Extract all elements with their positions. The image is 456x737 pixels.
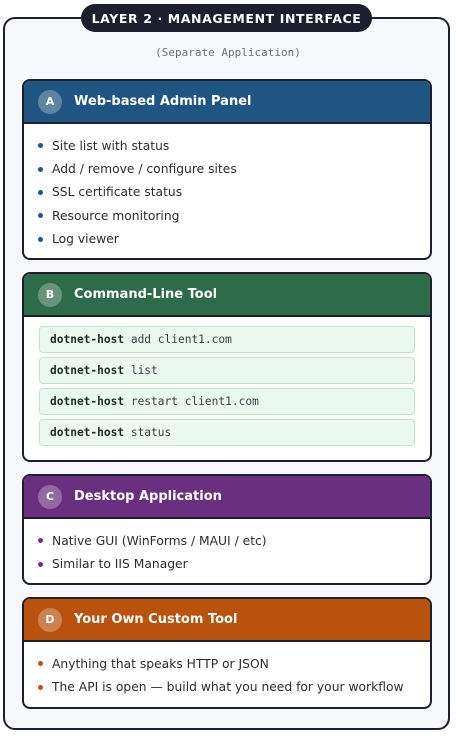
command-name: dotnet-host — [50, 333, 125, 346]
list-item-text: Anything that speaks HTTP or JSON — [52, 656, 269, 671]
card-custom-tool: D Your Own Custom Tool Anything that spe… — [22, 597, 432, 709]
bullet-icon — [38, 661, 43, 667]
command-name: dotnet-host — [50, 364, 125, 377]
layer-subtitle: (Separate Application) — [155, 46, 301, 59]
card-a-letter-badge: A — [38, 89, 62, 114]
card-web-admin-panel: A Web-based Admin Panel Site list with s… — [22, 79, 432, 260]
card-a-list: Site list with status Add / remove / con… — [24, 124, 430, 251]
card-a-header: A Web-based Admin Panel — [24, 81, 430, 124]
layer-title: LAYER 2 · MANAGEMENT INTERFACE — [81, 4, 372, 32]
bullet-icon — [38, 538, 43, 544]
card-c-letter-badge: C — [38, 484, 62, 509]
bullet-icon — [38, 213, 43, 219]
command-args: status — [124, 426, 172, 439]
list-item: Log viewer — [38, 228, 430, 251]
command-row: dotnet-host status — [39, 419, 415, 446]
card-c-list: Native GUI (WinForms / MAUI / etc) Simil… — [24, 519, 430, 576]
command-args: list — [124, 364, 158, 377]
list-item: Add / remove / configure sites — [38, 157, 430, 180]
list-item: Native GUI (WinForms / MAUI / etc) — [38, 529, 430, 552]
command-list: dotnet-host add client1.com dotnet-host … — [24, 317, 430, 446]
command-args: add client1.com — [124, 333, 232, 346]
list-item-text: Add / remove / configure sites — [52, 162, 237, 177]
bullet-icon — [38, 684, 43, 690]
card-b-letter-badge: B — [38, 282, 62, 307]
card-c-title: Desktop Application — [74, 489, 222, 504]
card-c-header: C Desktop Application — [24, 476, 430, 519]
list-item-text: Site list with status — [52, 138, 170, 153]
list-item-text: Similar to IIS Manager — [52, 557, 188, 572]
list-item-text: Log viewer — [52, 232, 119, 247]
bullet-icon — [38, 189, 43, 195]
list-item: The API is open — build what you need fo… — [38, 675, 430, 698]
card-b-header: B Command-Line Tool — [24, 274, 430, 317]
card-d-title: Your Own Custom Tool — [74, 612, 238, 627]
card-desktop-application: C Desktop Application Native GUI (WinFor… — [22, 474, 432, 585]
card-a-title: Web-based Admin Panel — [74, 94, 252, 109]
list-item-text: Resource monitoring — [52, 208, 180, 223]
command-args: restart client1.com — [124, 395, 259, 408]
list-item: SSL certificate status — [38, 181, 430, 204]
list-item-text: The API is open — build what you need fo… — [52, 680, 404, 695]
list-item: Anything that speaks HTTP or JSON — [38, 652, 430, 675]
card-command-line-tool: B Command-Line Tool dotnet-host add clie… — [22, 272, 432, 462]
list-item: Similar to IIS Manager — [38, 552, 430, 575]
card-d-letter-badge: D — [38, 607, 62, 632]
command-name: dotnet-host — [50, 395, 125, 408]
list-item-text: Native GUI (WinForms / MAUI / etc) — [52, 533, 267, 548]
bullet-icon — [38, 561, 43, 567]
list-item: Site list with status — [38, 134, 430, 157]
card-d-list: Anything that speaks HTTP or JSON The AP… — [24, 642, 430, 699]
command-name: dotnet-host — [50, 426, 125, 439]
bullet-icon — [38, 166, 43, 172]
bullet-icon — [38, 236, 43, 242]
card-d-header: D Your Own Custom Tool — [24, 599, 430, 642]
list-item: Resource monitoring — [38, 204, 430, 227]
command-row: dotnet-host restart client1.com — [39, 388, 415, 415]
command-row: dotnet-host list — [39, 357, 415, 384]
list-item-text: SSL certificate status — [52, 185, 183, 200]
card-b-title: Command-Line Tool — [74, 287, 218, 302]
bullet-icon — [38, 143, 43, 149]
command-row: dotnet-host add client1.com — [39, 326, 415, 353]
